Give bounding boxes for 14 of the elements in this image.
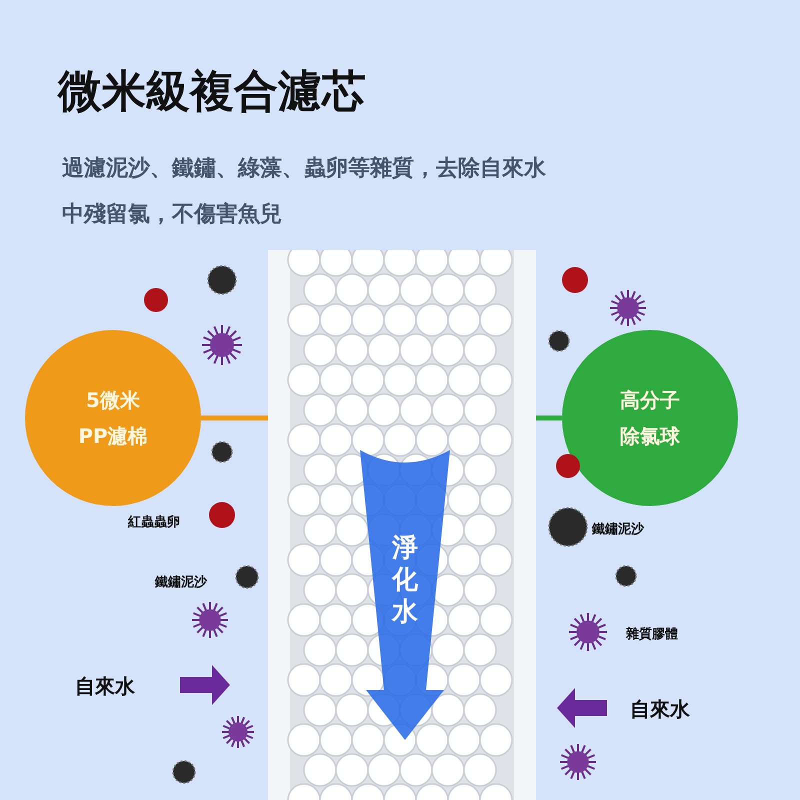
- leader-line: [201, 416, 268, 420]
- particle-label: 紅蟲蟲卵: [128, 514, 180, 531]
- subtitle: 過濾泥沙、鐵鏽、綠藻、蟲卵等雜質，去除自來水中殘留氯，不傷害魚兒: [62, 155, 547, 229]
- particle-label: 鐵鏽泥沙: [592, 521, 644, 538]
- filter-stage-circle: 高分子除氯球: [562, 330, 738, 506]
- particle-label: 鐵鏽泥沙: [155, 574, 207, 591]
- inlet-label: 自來水: [630, 696, 690, 723]
- inlet-label: 自來水: [75, 673, 135, 700]
- filter-stage-circle: 5微米 PP濾棉: [25, 330, 201, 506]
- title: 微米級複合濾芯: [58, 65, 366, 119]
- leader-line: [536, 416, 562, 420]
- filter-cartridge-drawing: [268, 250, 536, 800]
- particle-label: 雜質膠體: [626, 626, 678, 643]
- flow-label: 淨化水: [391, 532, 419, 628]
